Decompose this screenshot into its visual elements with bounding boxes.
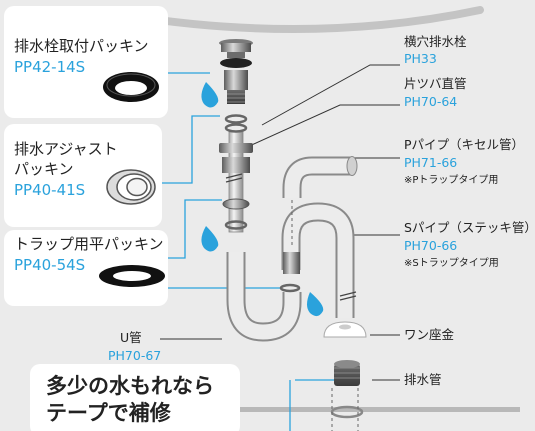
water-drop-icon bbox=[201, 82, 219, 108]
cut-marks bbox=[225, 173, 357, 301]
adjust-nut bbox=[222, 198, 250, 210]
ring-top bbox=[224, 114, 248, 124]
code-side-hole-drain: PH33 bbox=[404, 51, 437, 66]
repair-callout bbox=[30, 364, 240, 431]
card-name-line2: パッキン bbox=[14, 160, 74, 178]
label-s-pipe: Sパイプ（ステッキ管） bbox=[404, 220, 535, 235]
card-name: 排水栓取付パッキン bbox=[14, 37, 149, 55]
note-p-pipe: ※Pトラップタイプ用 bbox=[404, 175, 499, 186]
s-pipe bbox=[281, 202, 355, 318]
callout-line1: 多少の水もれなら bbox=[46, 374, 214, 398]
water-drop-icon bbox=[201, 226, 219, 252]
note-s-pipe: ※Sトラップタイプ用 bbox=[404, 258, 499, 269]
label-p-pipe: Pパイプ（キセル管） bbox=[404, 137, 525, 152]
code-p-pipe: PH71-66 bbox=[404, 155, 458, 170]
drain-plug bbox=[219, 39, 253, 104]
trap-ring bbox=[279, 283, 301, 293]
callout-line2: テープで補修 bbox=[46, 401, 171, 425]
u-pipe bbox=[226, 252, 302, 342]
code-flanged-pipe: PH70-64 bbox=[404, 94, 458, 109]
card-code: PP42-14S bbox=[14, 58, 86, 76]
label-drain-pipe: 排水管 bbox=[404, 372, 442, 387]
label-side-hole-drain: 横穴排水栓 bbox=[404, 34, 467, 49]
card-code: PP40-41S bbox=[14, 181, 86, 199]
water-drop-icon bbox=[307, 292, 324, 317]
drain-pipe-adaptor bbox=[330, 360, 364, 419]
code-s-pipe: PH70-66 bbox=[404, 238, 458, 253]
card-name: トラップ用平パッキン bbox=[14, 235, 164, 253]
flanged-pipe bbox=[219, 131, 253, 233]
label-flanged-pipe: 片ツバ直管 bbox=[404, 76, 467, 91]
ring-packing-icon bbox=[101, 70, 161, 104]
code-u-pipe: PH70-67 bbox=[108, 348, 162, 363]
black-leader-lines bbox=[160, 64, 400, 381]
card-name-line1: 排水アジャスト bbox=[14, 140, 118, 158]
dashed-guides bbox=[291, 200, 359, 431]
label-u-pipe: U管 bbox=[120, 330, 142, 345]
ring-mid bbox=[224, 123, 248, 133]
p-pipe bbox=[282, 156, 358, 198]
ring-lower bbox=[224, 220, 248, 230]
card-code: PP40-54S bbox=[14, 256, 86, 274]
floor-line bbox=[210, 407, 520, 412]
label-escutcheon: ワン座金 bbox=[404, 327, 455, 342]
